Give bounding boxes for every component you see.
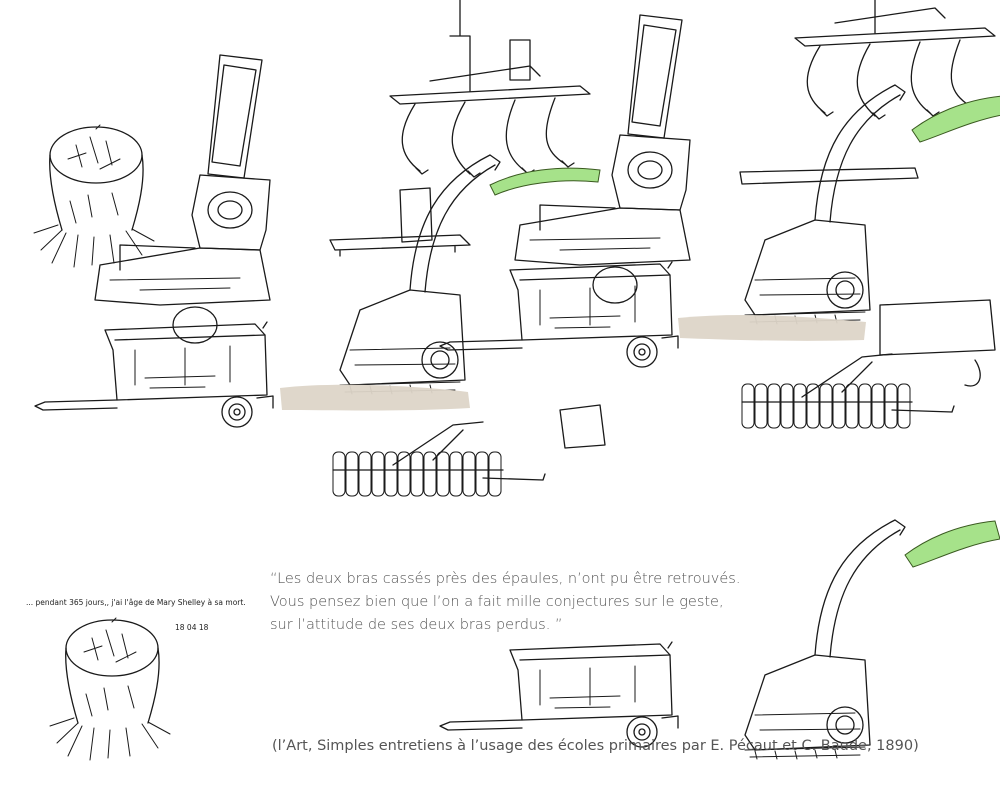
quote-block: “Les deux bras cassés près des épaules, … [270,568,740,637]
quote-line-1: “Les deux bras cassés près des épaules, … [270,571,741,587]
forage-harvester-icon [744,519,906,760]
cultivator-icon [794,0,996,120]
mast-sketch [399,187,433,243]
quote-line-2: Vous pensez bien que l’on a fait mille c… [270,594,724,610]
trailer-icon [34,321,274,428]
tractor-icon [514,14,691,304]
stubble-strip [280,384,470,411]
mast-sketch-top [509,39,531,81]
toolbar-plate [739,167,919,185]
cultivator-icon [389,0,591,178]
note-line: ... pendant 365 jours,, j'ai l'âge de Ma… [26,598,246,607]
partial-tractor-sketch [879,299,996,387]
citation: (l’Art, Simples entretiens à l’usage des… [272,738,919,754]
roller-harrow-icon [332,421,546,497]
note-date: 18 04 18 [175,623,209,632]
tractor-icon [94,54,271,344]
grass-blob [911,95,1000,143]
grass-blob [904,520,1000,568]
forage-harvester-icon [339,154,501,395]
forage-harvester-icon [744,84,906,325]
quote-line-3: sur l’attitude de ses deux bras perdus. … [270,617,563,633]
tree-stump-icon [49,617,171,761]
toolbar-plate [329,234,471,257]
trailer-icon [439,641,679,748]
wheel-sketch [559,404,606,449]
trailer-icon [439,261,679,368]
grass-sketch [489,167,601,196]
roller-harrow-icon [741,353,955,429]
stubble-strip [678,315,866,341]
